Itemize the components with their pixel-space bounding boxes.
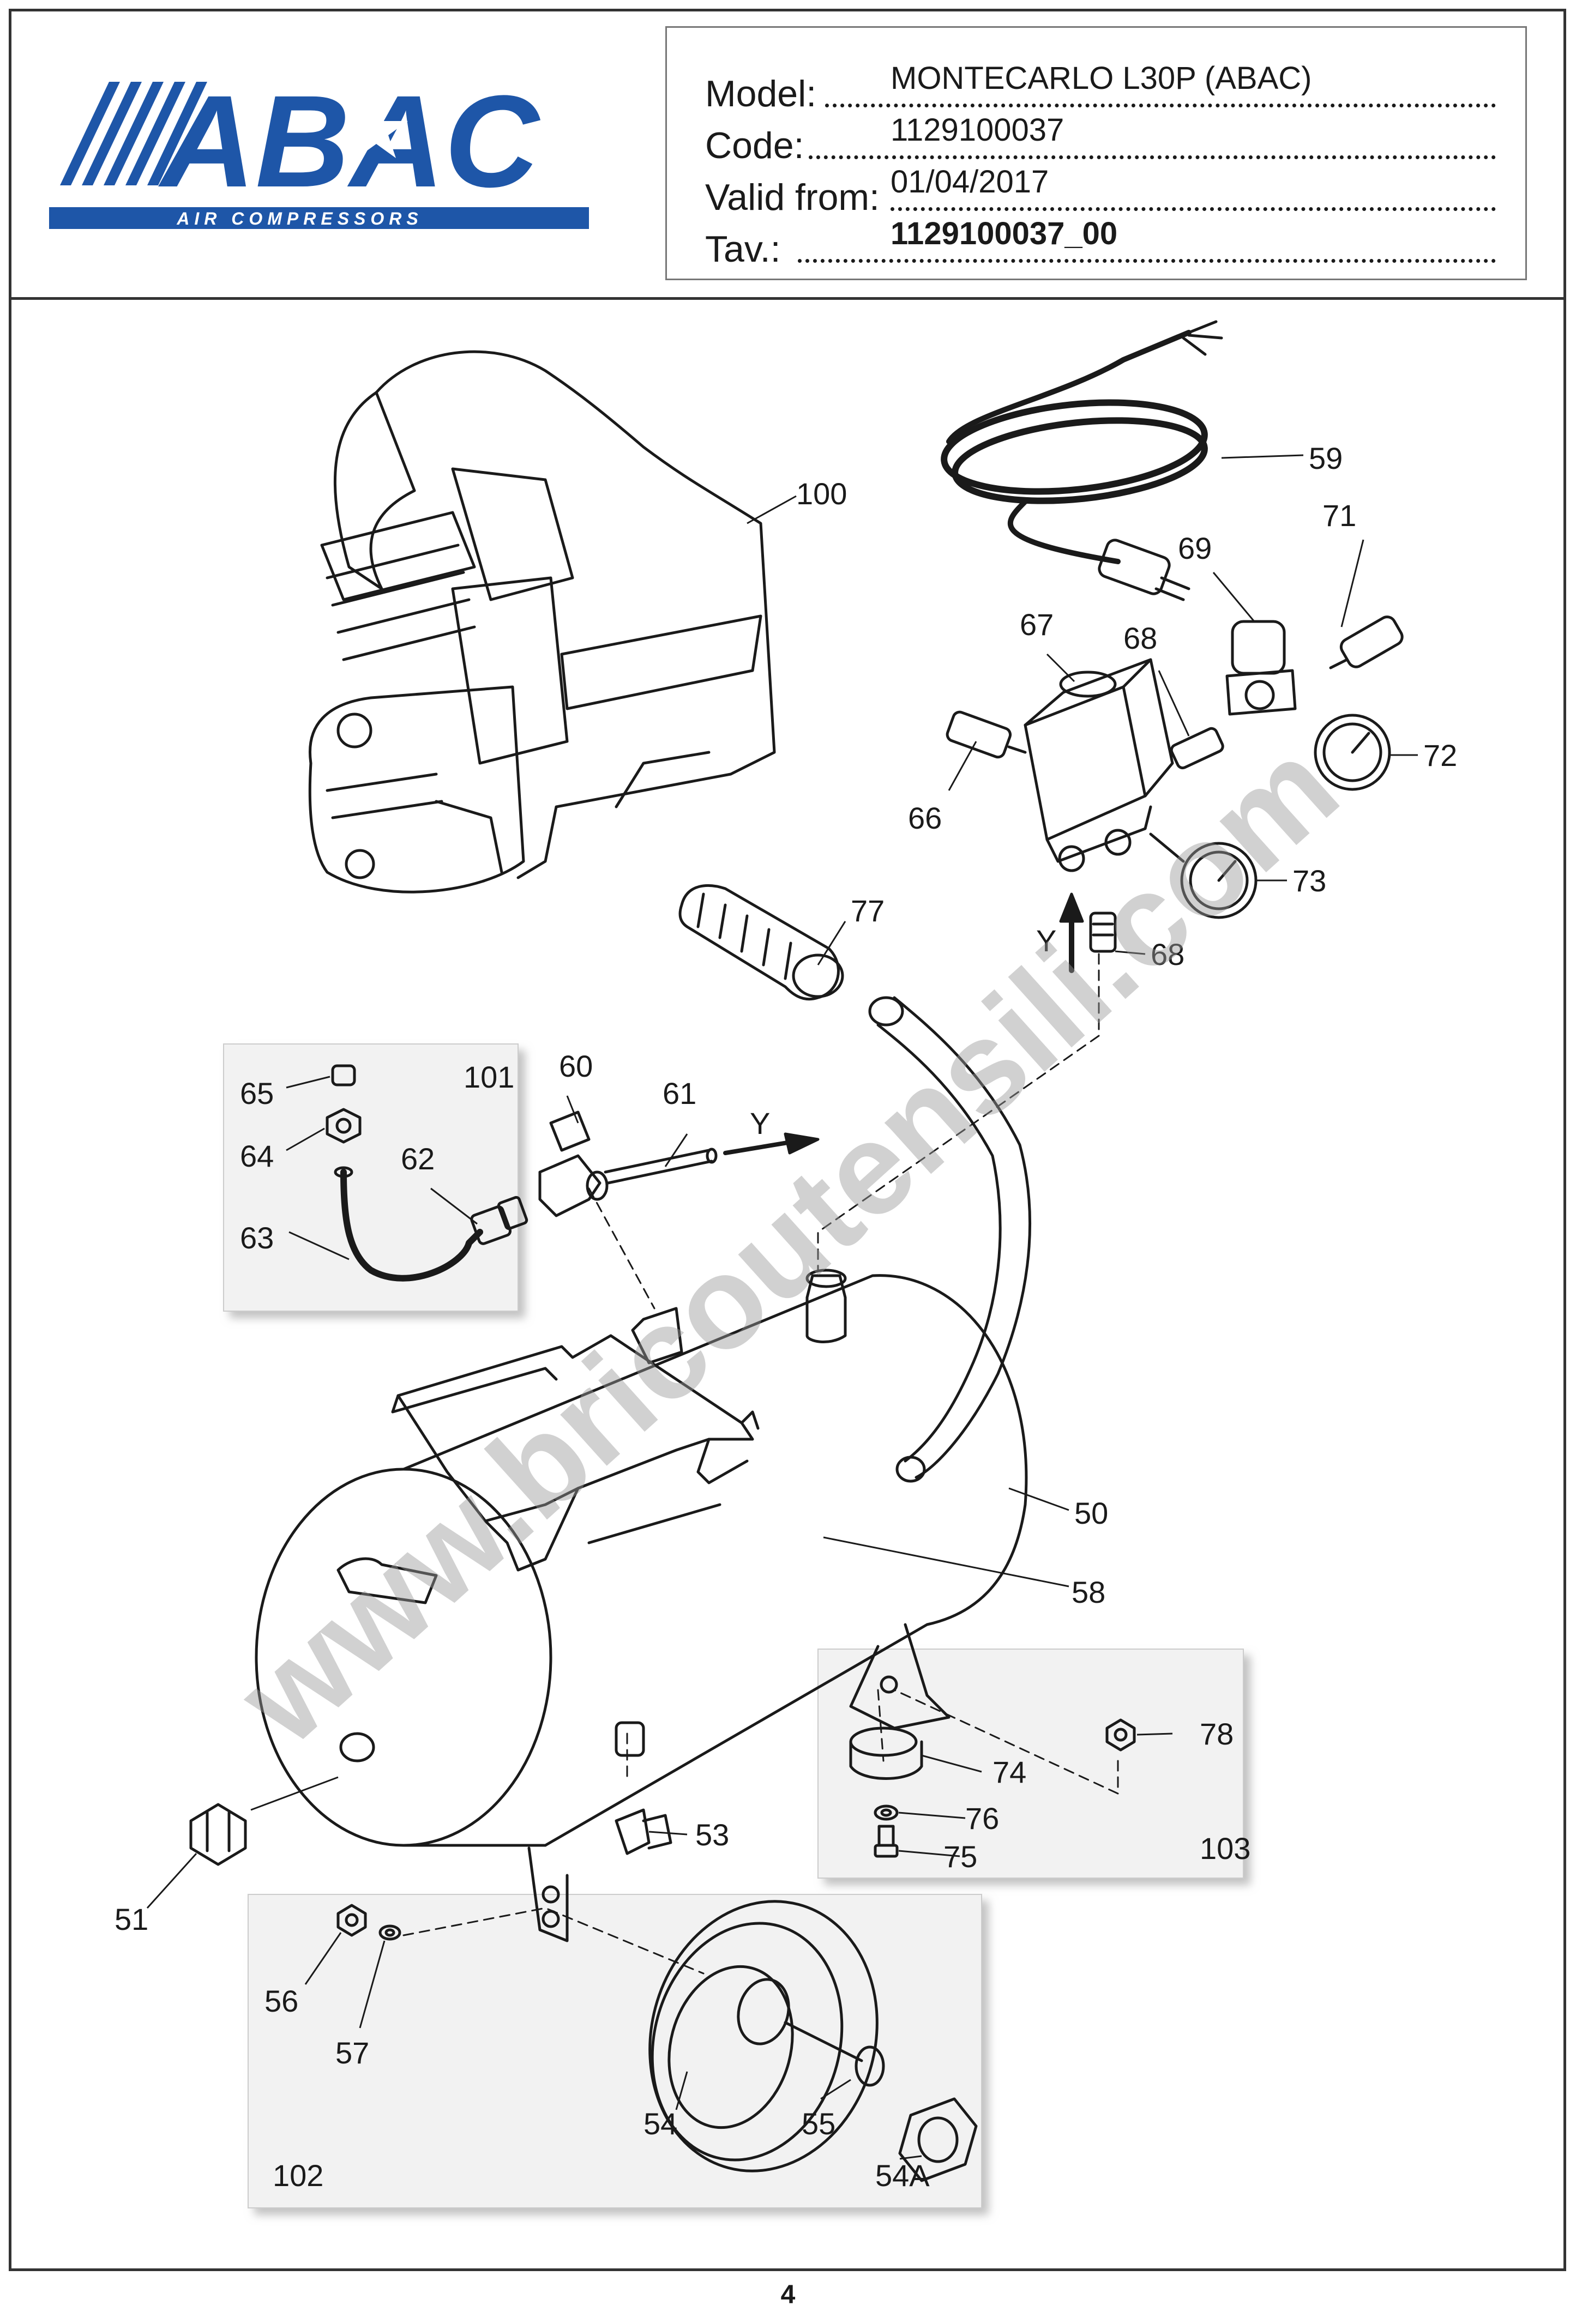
washer-57 xyxy=(378,1924,401,1941)
page-frame xyxy=(9,9,1566,2271)
quick-coupling xyxy=(1329,615,1404,669)
callout-102: 102 xyxy=(273,2158,323,2193)
callout-54: 54 xyxy=(643,2106,677,2141)
callout-101: 101 xyxy=(464,1060,514,1094)
inset-panel-103 xyxy=(817,1649,1244,1879)
callout-54a: 54A xyxy=(875,2158,930,2193)
valid-dots xyxy=(891,207,1496,211)
callout-67: 67 xyxy=(1020,607,1054,642)
callout-68-lower: 68 xyxy=(1151,937,1184,971)
callout-63: 63 xyxy=(240,1221,274,1255)
leader-lines xyxy=(402,953,1119,1975)
code-row: Code: 1129100037 xyxy=(705,112,1496,167)
callout-66: 66 xyxy=(908,801,942,835)
fitting-68-top xyxy=(1170,727,1224,770)
callout-103: 103 xyxy=(1200,1831,1250,1866)
model-value: MONTECARLO L30P (ABAC) xyxy=(891,61,1312,96)
gauge-73 xyxy=(1149,832,1258,919)
logo-brand-text: ABAC xyxy=(158,71,541,214)
wheel-nut xyxy=(898,2097,978,2182)
fitting-68-bottom xyxy=(1089,912,1117,953)
tav-value: 1129100037_00 xyxy=(891,216,1118,251)
motor-cover xyxy=(308,350,776,894)
nut-56 xyxy=(336,1904,367,1937)
tank-handle xyxy=(868,996,1032,1483)
nut-78 xyxy=(1105,1718,1136,1752)
anti-vibration-foot xyxy=(849,1727,923,1780)
flow-label-y-vertical: Y xyxy=(1036,923,1056,958)
nut-64 xyxy=(326,1108,362,1144)
tav-label: Tav.: xyxy=(705,228,781,270)
callout-58: 58 xyxy=(1072,1575,1105,1609)
delivery-pipe xyxy=(334,1166,528,1282)
wheel-bolt xyxy=(784,2021,885,2087)
code-value: 1129100037 xyxy=(891,112,1064,148)
flow-arrow-horizontal xyxy=(723,1140,793,1155)
tav-dots xyxy=(798,259,1496,263)
wheel xyxy=(648,1900,879,2172)
abac-logo: ABAC AIR COMPRESSORS xyxy=(49,71,589,229)
callout-leaders xyxy=(146,454,1418,2160)
callout-72: 72 xyxy=(1423,738,1457,772)
callout-74: 74 xyxy=(992,1755,1026,1789)
gauge-72 xyxy=(1314,714,1391,791)
insert-65 xyxy=(331,1064,356,1086)
pressure-regulator xyxy=(1225,620,1297,716)
logo-tagline: AIR COMPRESSORS xyxy=(176,209,423,228)
callout-53: 53 xyxy=(695,1818,729,1852)
callout-69: 69 xyxy=(1178,531,1212,565)
washer-76 xyxy=(874,1804,899,1821)
callout-68-upper: 68 xyxy=(1123,621,1157,655)
model-dots xyxy=(825,104,1496,107)
callout-59: 59 xyxy=(1309,441,1343,475)
callout-57: 57 xyxy=(335,2036,369,2070)
callout-56: 56 xyxy=(264,1984,298,2018)
callout-78: 78 xyxy=(1200,1717,1234,1751)
screw-75 xyxy=(874,1825,899,1858)
valid-value: 01/04/2017 xyxy=(891,164,1049,200)
valid-row: Valid from: 01/04/2017 xyxy=(705,164,1496,219)
star-icon xyxy=(345,98,408,158)
callout-50: 50 xyxy=(1074,1496,1108,1530)
power-cable xyxy=(941,320,1223,601)
callout-65: 65 xyxy=(240,1076,274,1110)
motor-foot-plate xyxy=(391,1334,760,1572)
callout-62: 62 xyxy=(401,1142,435,1176)
code-label: Code: xyxy=(705,125,804,166)
inset-panel-102 xyxy=(248,1894,982,2208)
page-number: 4 xyxy=(780,2280,796,2309)
flow-label-y-horizontal: Y xyxy=(750,1106,770,1140)
pressure-switch xyxy=(1024,658,1174,872)
info-box: Model: MONTECARLO L30P (ABAC) Code: 1129… xyxy=(665,26,1527,280)
valid-label: Valid from: xyxy=(705,177,880,218)
callout-71: 71 xyxy=(1322,498,1356,533)
code-dots xyxy=(809,155,1496,159)
fitting-66 xyxy=(946,710,1027,759)
handle-grip xyxy=(678,884,844,1001)
callout-55: 55 xyxy=(802,2106,835,2141)
flow-arrowhead-vertical xyxy=(1059,892,1084,923)
check-valve xyxy=(538,1110,718,1217)
callout-76: 76 xyxy=(965,1801,999,1836)
model-label: Model: xyxy=(705,73,817,114)
model-row: Model: MONTECARLO L30P (ABAC) xyxy=(705,61,1496,115)
air-tank xyxy=(255,1269,1028,1942)
safety-valve xyxy=(615,1721,672,1855)
callout-73: 73 xyxy=(1292,864,1326,898)
callout-64: 64 xyxy=(240,1139,274,1173)
callout-100: 100 xyxy=(796,476,847,511)
flow-arrowhead-horizontal xyxy=(784,1132,820,1155)
callout-60: 60 xyxy=(559,1049,593,1083)
drain-plug xyxy=(189,1803,247,1866)
callout-75: 75 xyxy=(943,1839,977,1874)
callout-61: 61 xyxy=(663,1076,696,1110)
tav-row: Tav.: 1129100037_00 xyxy=(705,216,1496,270)
header-divider xyxy=(9,297,1566,300)
callout-77: 77 xyxy=(851,894,885,928)
callout-51: 51 xyxy=(115,1902,148,1936)
